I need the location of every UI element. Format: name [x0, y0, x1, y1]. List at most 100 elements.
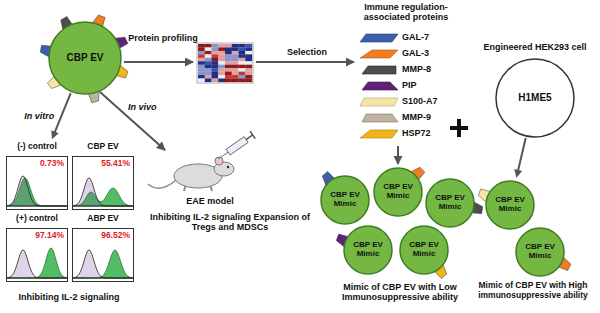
heatmap-cell	[212, 54, 219, 58]
heatmap-cell	[239, 72, 246, 76]
heatmap-cell	[218, 72, 225, 76]
circle-label: CBP EV Mimic	[378, 183, 418, 201]
syringe	[216, 131, 256, 162]
histogram-panel: (-) control 0.73%	[6, 142, 68, 210]
heatmap-cell	[239, 44, 246, 48]
heatmap-cell	[232, 61, 239, 65]
heatmap-cell	[245, 65, 252, 69]
circle-label: CBP EV Mimic	[404, 241, 444, 259]
heatmap-cell	[205, 61, 212, 65]
circle-label: CBP EV Mimic	[348, 241, 388, 259]
circle-shape	[486, 181, 534, 229]
heatmap-cell	[225, 75, 232, 79]
model-label: EAE model	[172, 196, 248, 206]
control-peak	[7, 176, 67, 206]
heatmap-cell	[218, 68, 225, 72]
heatmap-cell	[205, 58, 212, 62]
heatmap-cell	[232, 58, 239, 62]
heatmap-cell	[239, 75, 246, 79]
histogram-frame: 96.52%	[72, 228, 134, 282]
heatmap-cell	[225, 58, 232, 62]
step-arrow	[124, 61, 193, 63]
heatmap-cell	[212, 72, 219, 76]
circle-label-box: CBP EV Mimic	[373, 167, 423, 217]
heatmap-cell	[245, 75, 252, 79]
plus-sign	[457, 119, 461, 137]
heatmap-cell	[205, 51, 212, 55]
heatmap-cell	[239, 65, 246, 69]
heatmap-cell	[205, 68, 212, 72]
caption: Mimic of CBP EV with Low Immunosuppressi…	[320, 282, 480, 303]
route-label: In vivo	[128, 102, 168, 112]
heatmap-cell	[225, 51, 232, 55]
heatmap-cell	[205, 72, 212, 76]
heatmap-cell	[232, 54, 239, 58]
heatmap-cell	[205, 44, 212, 48]
histogram-panel: CBP EV 55.41%	[72, 142, 134, 210]
heatmap-cell	[198, 72, 205, 76]
step-label: Selection	[272, 47, 342, 57]
route-label: In vitro	[22, 111, 56, 121]
protein-shape	[360, 34, 398, 42]
heatmap-cell	[212, 58, 219, 62]
heatmap-cell	[245, 51, 252, 55]
heatmap-cell	[205, 75, 212, 79]
protein-shape	[362, 82, 398, 90]
histogram-frame: 55.41%	[72, 156, 134, 210]
heatmap-cell	[205, 47, 212, 51]
heatmap-cell	[245, 47, 252, 51]
selection-arrow	[397, 146, 399, 164]
mimic-circle: CBP EV Mimic	[373, 167, 423, 217]
circle-label: H1ME5	[518, 92, 551, 103]
circle-label: CBP EV Mimic	[430, 194, 470, 212]
circle-label-box: CBP EV	[48, 21, 122, 95]
heatmap-cell	[198, 65, 205, 69]
percentage-value: 96.52%	[101, 231, 130, 240]
heatmap-cell	[218, 65, 225, 69]
panel-heading: ABP EV	[72, 214, 134, 226]
heatmap-cell	[212, 75, 219, 79]
syringe-plunger	[250, 131, 255, 138]
histogram-frame: 97.14%	[6, 228, 68, 282]
heatmap-cell	[198, 54, 205, 58]
heatmap	[198, 44, 252, 82]
heatmap-cell	[225, 47, 232, 51]
protein-shape	[362, 114, 398, 122]
panel-heading: (-) control	[6, 142, 68, 154]
caption: Mimic of CBP EV with High immunosuppress…	[468, 281, 598, 301]
heatmap-cell	[245, 79, 252, 83]
connector-line	[54, 93, 70, 134]
circle-label-box: CBP EV Mimic	[320, 175, 370, 225]
heatmap-cell	[232, 72, 239, 76]
heatmap-cell	[218, 54, 225, 58]
mimic-circle: CBP EV Mimic	[515, 227, 565, 277]
heatmap-cell	[212, 79, 219, 83]
protein-shape	[360, 98, 398, 106]
heatmap-cell	[232, 65, 239, 69]
arrow-head	[51, 130, 58, 139]
mouse-eye	[227, 166, 229, 168]
heatmap-cell	[232, 47, 239, 51]
circle-shape	[516, 228, 564, 276]
mimic-circle: CBP EV Mimic	[485, 180, 535, 230]
heatmap-cell	[218, 61, 225, 65]
mouse-tail	[148, 180, 176, 188]
heatmap-cell	[232, 79, 239, 83]
circle-shape	[374, 168, 422, 216]
step-arrow	[256, 61, 354, 63]
protein-name: HSP72	[402, 128, 452, 138]
heatmap-cell	[245, 72, 252, 76]
cell-circle: Engineered HEK293 cellH1ME5	[495, 58, 575, 138]
protein-name: S100-A7	[402, 96, 452, 106]
percentage-value: 0.73%	[40, 159, 64, 168]
sample-peak	[73, 250, 133, 278]
connector-arrow	[514, 138, 525, 178]
percentage-value: 97.14%	[35, 231, 64, 240]
heatmap-cell	[205, 54, 212, 58]
section-heading: Immune regulation-associated proteins	[346, 2, 466, 23]
protein-name: MMP-9	[402, 112, 452, 122]
panel-heading: (+) control	[6, 214, 68, 226]
syringe-barrel	[226, 137, 248, 155]
heatmap-cell	[239, 51, 246, 55]
panel-heading: CBP EV	[72, 142, 134, 154]
